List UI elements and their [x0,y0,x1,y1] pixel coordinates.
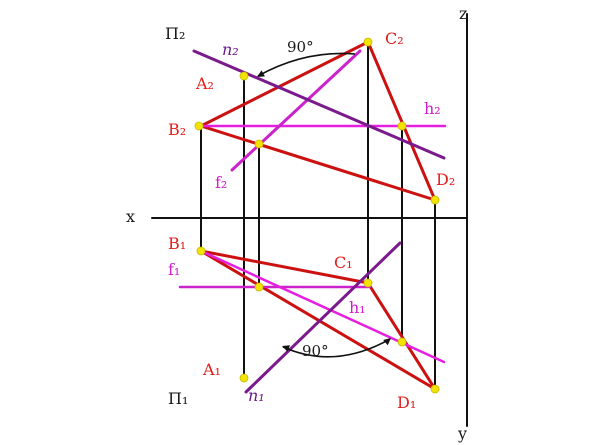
angle-arrow-top [257,70,265,77]
angle-arrow-bottom-right [383,338,391,346]
point-a2 [239,71,249,81]
axis-label-x: x [126,207,135,226]
segment-b1-d1 [199,249,437,391]
line-f2 [230,49,362,172]
point-label-c1: C₁ [334,253,353,272]
angle-label-bottom: 90° [302,342,329,360]
segment-b2-d2 [199,124,437,202]
label-layer: z y x П₂ П₁ n₂ n₁ 90° 90° A₂ B₂ C₂ D₂ h₂… [126,4,467,443]
point-label-d2: D₂ [436,170,455,189]
point-layer [194,37,440,394]
angle-label-top: 90° [287,38,314,56]
plane-label-p2: П₂ [165,24,185,43]
point-f1 [254,282,264,292]
line-layer [151,13,468,427]
line-n2 [192,49,446,160]
point-a1 [239,373,249,383]
label-n1: n₁ [248,386,265,405]
point-label-d1: D₁ [397,393,416,412]
point-h1 [397,337,407,347]
line-n1 [244,241,402,394]
segment-c2-d2 [366,40,437,202]
line-label-f2: f₂ [215,173,227,192]
segment-c1-d1 [366,281,437,391]
label-n2: n₂ [222,40,239,59]
point-label-c2: C₂ [385,29,404,48]
line-label-h2: h₂ [424,99,441,118]
line-label-h1: h₁ [349,298,366,317]
point-label-b2: B₂ [168,120,186,139]
point-b1 [196,246,206,256]
point-label-b1: B₁ [168,234,186,253]
point-f2 [254,139,264,149]
point-c1 [363,278,373,288]
segment-b1-c1 [199,249,370,285]
point-d1 [430,384,440,394]
angle-arc-top [257,52,356,77]
segment-b2-c2 [199,40,370,128]
angle-arrow-bottom-left [282,345,290,352]
point-d2 [430,195,440,205]
axis-label-y: y [457,424,467,443]
point-label-a1: A₁ [202,360,221,379]
axis-label-z: z [459,4,467,23]
plane-label-p1: П₁ [168,389,188,408]
angle-arc-bottom [282,338,391,358]
point-b2 [194,121,204,131]
point-h2 [397,121,407,131]
point-label-a2: A₂ [195,74,214,93]
line-label-f1: f₁ [168,260,180,279]
point-c2 [363,37,373,47]
